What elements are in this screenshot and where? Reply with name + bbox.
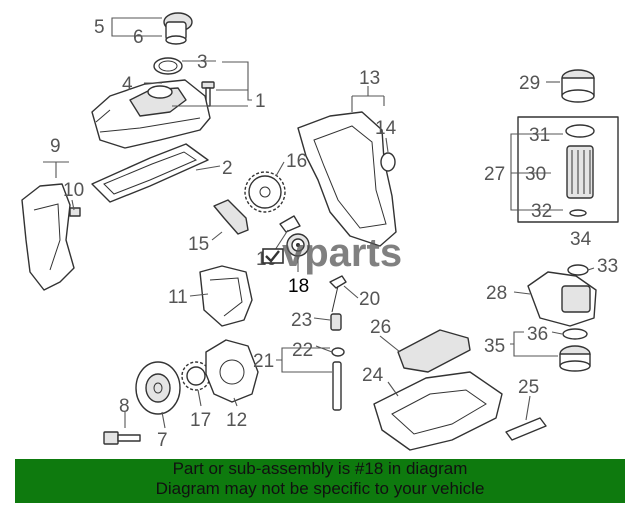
callout-22[interactable]: 22 <box>292 340 313 361</box>
crankshaft-pulley-drawing <box>135 361 181 415</box>
dipstick-tube-seal-drawing <box>330 313 342 331</box>
callout-20[interactable]: 20 <box>359 289 380 310</box>
upper-timing-cover-drawing <box>297 111 397 247</box>
callout-3[interactable]: 3 <box>197 52 208 73</box>
oil-cooler-drawing <box>559 345 591 372</box>
callout-30[interactable]: 30 <box>525 164 546 185</box>
callout-16[interactable]: 16 <box>286 151 307 172</box>
oil-baffle-drawing <box>397 329 471 373</box>
callout-27[interactable]: 27 <box>484 164 505 185</box>
callout-33[interactable]: 33 <box>597 256 618 277</box>
footer-line-disclaimer: Diagram may not be specific to your vehi… <box>155 479 485 498</box>
leader-lines <box>43 17 595 429</box>
callout-7[interactable]: 7 <box>157 430 168 451</box>
callout-6[interactable]: 6 <box>133 27 144 48</box>
crankshaft-bolt-drawing <box>103 431 141 445</box>
callout-5[interactable]: 5 <box>94 17 105 38</box>
callout-21[interactable]: 21 <box>253 351 274 372</box>
camshaft-sprocket-drawing <box>244 171 286 213</box>
cover-grommet-drawing <box>380 152 396 172</box>
tensioner-stud-drawing <box>279 215 301 233</box>
front-seal-housing-drawing <box>205 339 259 403</box>
callout-8[interactable]: 8 <box>119 396 130 417</box>
callout-32[interactable]: 32 <box>531 201 552 222</box>
sealant-tube-drawing <box>505 417 547 441</box>
housing-o-ring-drawing <box>567 264 589 276</box>
vparts-watermark: vparts <box>262 231 402 275</box>
callout-1[interactable]: 1 <box>255 91 266 112</box>
callout-24[interactable]: 24 <box>362 365 384 386</box>
cooler-o-ring-drawing <box>562 328 588 340</box>
dipstick-drawing <box>329 275 347 313</box>
filter-cap-drawing <box>561 69 595 103</box>
callout-25[interactable]: 25 <box>518 377 539 398</box>
footer-banner: Part or sub-assembly is #18 in diagram D… <box>15 459 625 503</box>
rear-timing-cover-drawing <box>199 265 253 327</box>
callout-17[interactable]: 17 <box>190 410 211 431</box>
cover-clip-drawing <box>69 207 81 217</box>
oil-pan-drawing <box>373 371 503 451</box>
belt-guide-drawing <box>213 199 249 235</box>
callout-13[interactable]: 13 <box>359 68 380 89</box>
callout-26[interactable]: 26 <box>370 317 391 338</box>
callout-29[interactable]: 29 <box>519 73 540 94</box>
callout-15[interactable]: 15 <box>188 234 209 255</box>
filler-neck-seal-drawing <box>153 57 183 75</box>
tensioner-pulley-drawing <box>286 233 310 257</box>
oil-cooler-housing-drawing <box>527 271 597 327</box>
watermark-text: vparts <box>282 231 402 275</box>
crankshaft-sprocket-drawing <box>181 361 211 391</box>
callout-10[interactable]: 10 <box>63 180 84 201</box>
callout-12[interactable]: 12 <box>226 410 247 431</box>
dipstick-guide-tube-drawing <box>332 361 342 411</box>
callout-labels: 1 2 3 4 5 6 7 8 9 10 11 12 13 14 15 16 1… <box>50 17 618 451</box>
callout-11[interactable]: 11 <box>168 287 188 308</box>
valve-cover-drawing <box>91 79 211 149</box>
callout-36[interactable]: 36 <box>527 324 548 345</box>
valve-cover-gasket-drawing <box>91 143 209 203</box>
callout-18-highlighted[interactable]: 18 <box>288 276 309 297</box>
tube-o-ring-drawing <box>331 347 345 357</box>
callout-4[interactable]: 4 <box>122 74 133 95</box>
callout-23[interactable]: 23 <box>291 310 312 331</box>
lower-timing-cover-drawing <box>21 183 75 291</box>
callout-14[interactable]: 14 <box>375 118 397 139</box>
callout-34[interactable]: 34 <box>570 229 592 250</box>
callout-31[interactable]: 31 <box>529 125 550 146</box>
callout-28[interactable]: 28 <box>486 283 507 304</box>
watermark-logo-mark-icon <box>262 248 284 264</box>
callout-9[interactable]: 9 <box>50 136 61 157</box>
oil-filler-cap-drawing <box>163 12 193 45</box>
watermark-check-icon <box>265 250 280 263</box>
callout-35[interactable]: 35 <box>484 336 505 357</box>
footer-line-part-number: Part or sub-assembly is #18 in diagram <box>172 459 468 478</box>
callout-2[interactable]: 2 <box>222 158 233 179</box>
